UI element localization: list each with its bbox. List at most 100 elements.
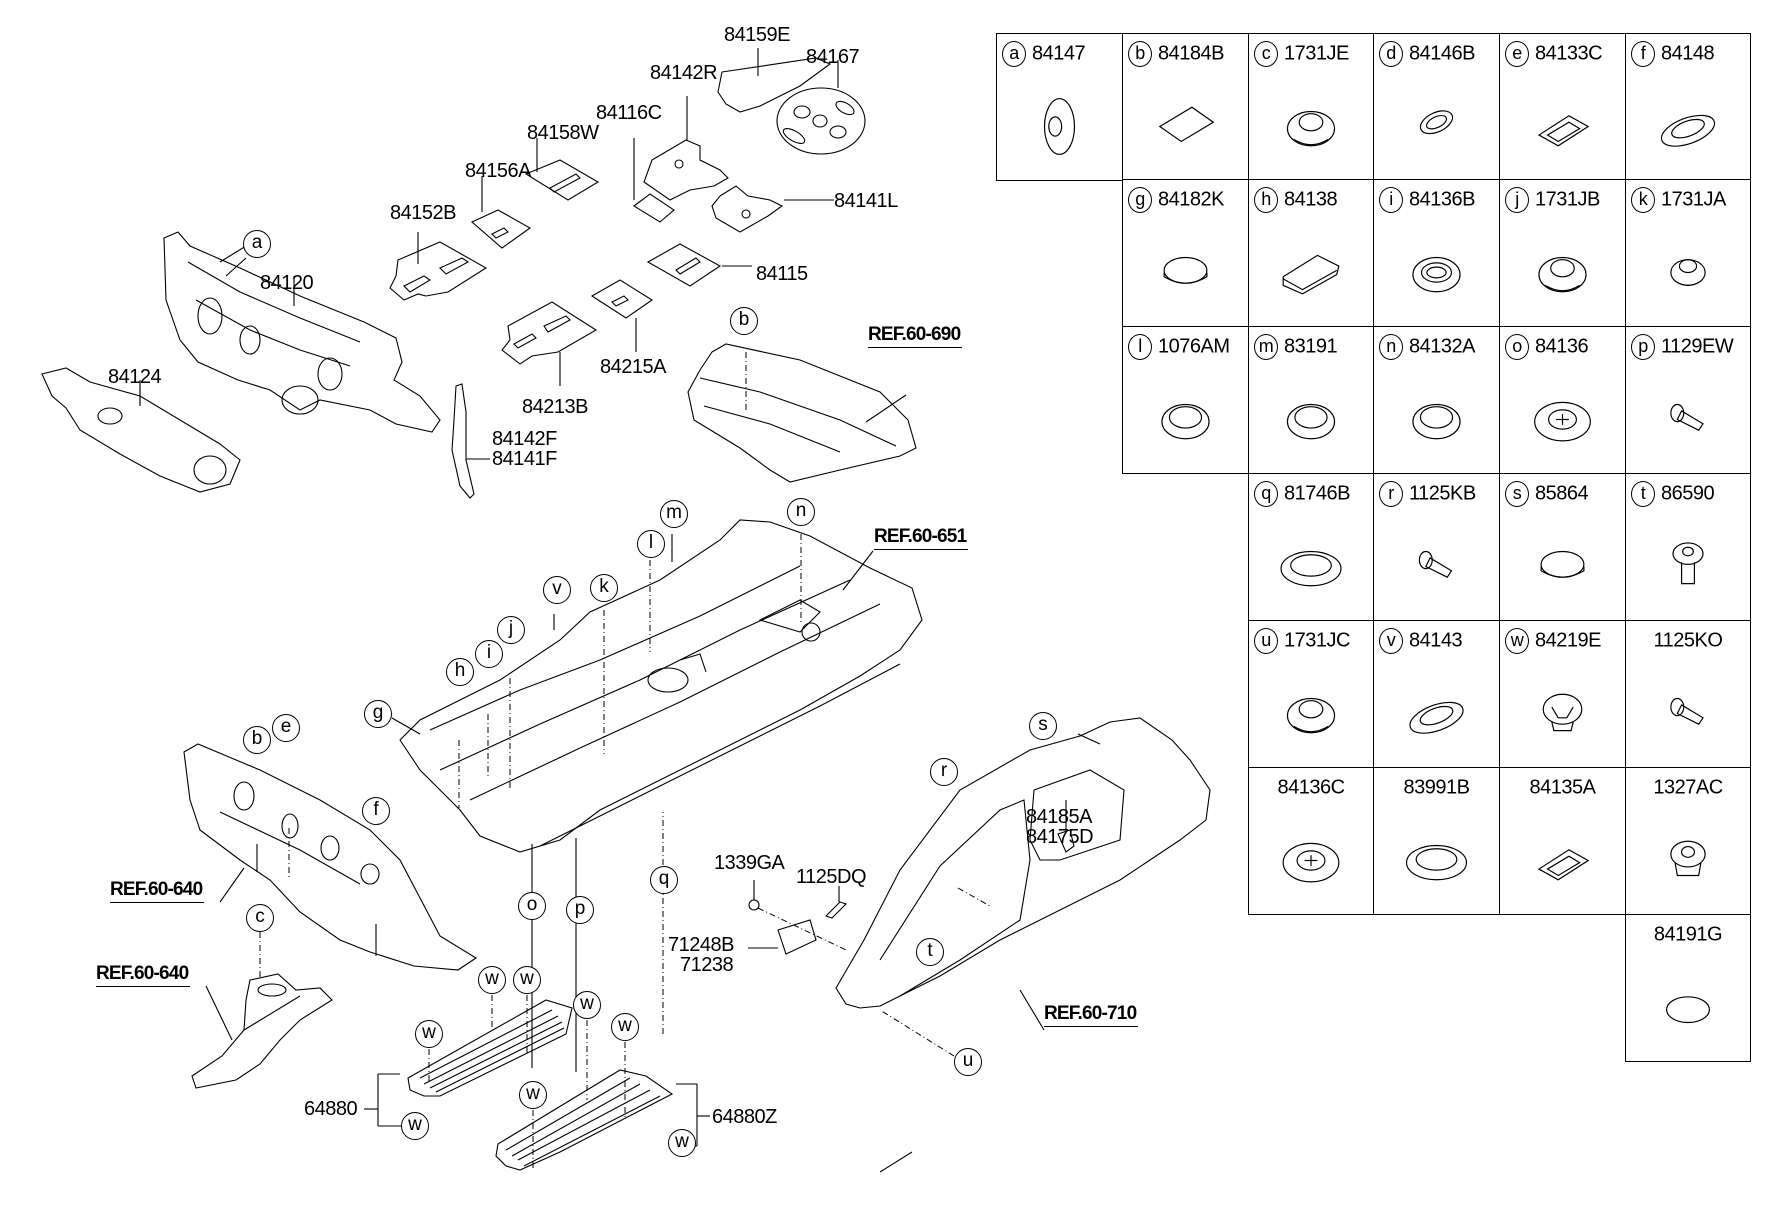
callout-w[interactable]: w [519, 1081, 547, 1109]
legend-item-s-image[interactable] [1499, 513, 1626, 621]
callout-m[interactable]: m [660, 500, 688, 528]
part-label-84124[interactable]: 84124 [108, 366, 162, 388]
part-label-84159E[interactable]: 84159E [724, 24, 790, 46]
legend-item-1327ac-header[interactable]: 1327AC [1625, 767, 1751, 808]
legend-item-84135a-header[interactable]: 84135A [1499, 767, 1626, 808]
legend-item-84135a-image[interactable] [1499, 807, 1626, 915]
callout-a[interactable]: a [243, 230, 271, 258]
callout-s[interactable]: s [1029, 712, 1057, 740]
callout-p[interactable]: p [566, 896, 594, 924]
part-label-84120[interactable]: 84120 [260, 272, 314, 294]
legend-item-r-image[interactable] [1373, 513, 1500, 621]
callout-g[interactable]: g [364, 700, 392, 728]
ref-60-640-lower-link[interactable]: REF.60-640 [96, 963, 191, 987]
part-label-84141F[interactable]: 84141F [492, 448, 557, 470]
part-label-84185A[interactable]: 84185A [1026, 806, 1092, 828]
legend-item-e-image[interactable] [1499, 73, 1626, 181]
part-label-84158W[interactable]: 84158W [527, 122, 599, 144]
ref-60-710-link[interactable]: REF.60-710 [1044, 1003, 1139, 1027]
legend-item-v-image[interactable] [1373, 660, 1500, 768]
part-label-64880[interactable]: 64880 [304, 1098, 358, 1120]
callout-w[interactable]: w [478, 966, 506, 994]
ref-60-640-upper-link[interactable]: REF.60-640 [110, 879, 205, 903]
callout-w[interactable]: w [611, 1013, 639, 1041]
legend-item-a-image[interactable] [996, 73, 1123, 181]
part-label-84213B[interactable]: 84213B [522, 396, 588, 418]
callout-q[interactable]: q [650, 866, 678, 894]
legend-item-o-image[interactable] [1499, 366, 1626, 474]
legend-item-83991b-image[interactable] [1373, 807, 1500, 915]
legend-item-q-image[interactable] [1248, 513, 1374, 621]
callout-w[interactable]: w [668, 1129, 696, 1157]
part-label-84152B[interactable]: 84152B [390, 202, 456, 224]
part-label-84156A[interactable]: 84156A [465, 160, 531, 182]
part-label-84175D[interactable]: 84175D [1026, 826, 1094, 848]
legend-item-t-image[interactable] [1625, 513, 1751, 621]
legend-item-n-image[interactable] [1373, 366, 1500, 474]
callout-o[interactable]: o [518, 892, 546, 920]
callout-i[interactable]: i [475, 640, 503, 668]
part-label-84142R[interactable]: 84142R [650, 62, 718, 84]
callout-l[interactable]: l [637, 530, 665, 558]
legend-item-k-image[interactable] [1625, 219, 1751, 327]
part-label-84215A[interactable]: 84215A [600, 356, 666, 378]
legend-item-83991b-header[interactable]: 83991B [1373, 767, 1500, 808]
legend-item-f-image[interactable] [1625, 73, 1751, 181]
callout-c[interactable]: c [246, 904, 274, 932]
part-label-1125DQ[interactable]: 1125DQ [796, 866, 867, 888]
callout-e[interactable]: e [272, 714, 300, 742]
callout-t[interactable]: t [916, 938, 944, 966]
legend-item-i-image[interactable] [1373, 219, 1500, 327]
legend-item-l-image[interactable] [1122, 366, 1249, 474]
part-label-71248B[interactable]: 71248B [668, 934, 734, 956]
callout-w[interactable]: w [573, 991, 601, 1019]
callout-u[interactable]: u [954, 1048, 982, 1076]
callout-w[interactable]: w [401, 1112, 429, 1140]
legend-item-84191g-image[interactable] [1625, 954, 1751, 1062]
callout-b-top[interactable]: b [730, 307, 758, 335]
part-label-84116C[interactable]: 84116C [596, 102, 662, 124]
legend-item-h-image[interactable] [1248, 219, 1374, 327]
legend-item-84136c-header[interactable]: 84136C [1248, 767, 1374, 808]
callout-j[interactable]: j [497, 616, 525, 644]
callout-n[interactable]: n [787, 498, 815, 526]
legend-item-u-image[interactable] [1248, 660, 1374, 768]
ref-60-651-link[interactable]: REF.60-651 [874, 526, 969, 550]
legend-item-b-image[interactable] [1122, 73, 1249, 181]
part-label-84115[interactable]: 84115 [756, 263, 808, 285]
legend-item-84191g-header[interactable]: 84191G [1625, 914, 1751, 955]
legend-item-w-image[interactable] [1499, 660, 1626, 768]
part-label-64880Z[interactable]: 64880Z [712, 1106, 777, 1128]
callout-r[interactable]: r [930, 758, 958, 786]
part-label-84167[interactable]: 84167 [806, 46, 860, 68]
callout-f[interactable]: f [362, 797, 390, 825]
callout-w[interactable]: w [415, 1020, 443, 1048]
legend-item-1327ac-image[interactable] [1625, 807, 1751, 915]
part-label-84141L[interactable]: 84141L [834, 190, 898, 212]
legend-item-84136c-image[interactable] [1248, 807, 1374, 915]
legend-item-p-image[interactable] [1625, 366, 1751, 474]
legend-item-c-image[interactable] [1248, 73, 1374, 181]
ref-60-690-link[interactable]: REF.60-690 [868, 324, 963, 348]
part-label-84142F[interactable]: 84142F [492, 428, 557, 450]
